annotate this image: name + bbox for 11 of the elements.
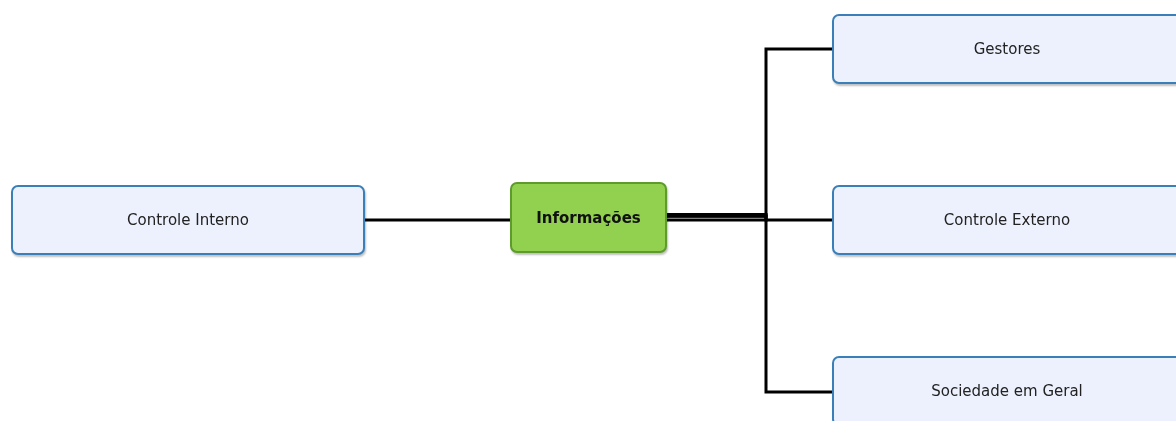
- topic-box: [11, 185, 365, 255]
- topic-box: [832, 356, 1176, 421]
- topic-label: Informações: [536, 208, 641, 227]
- topic-box: [832, 14, 1176, 84]
- topic-box: [832, 185, 1176, 255]
- topic-label: Controle Externo: [943, 211, 1071, 229]
- connector-line: [667, 214, 832, 394]
- central-topic-box: [510, 182, 667, 253]
- topic-label: Gestores: [973, 40, 1041, 58]
- topic-label: Controle Interno: [127, 211, 249, 229]
- topic-label: Sociedade em Geral: [931, 382, 1083, 400]
